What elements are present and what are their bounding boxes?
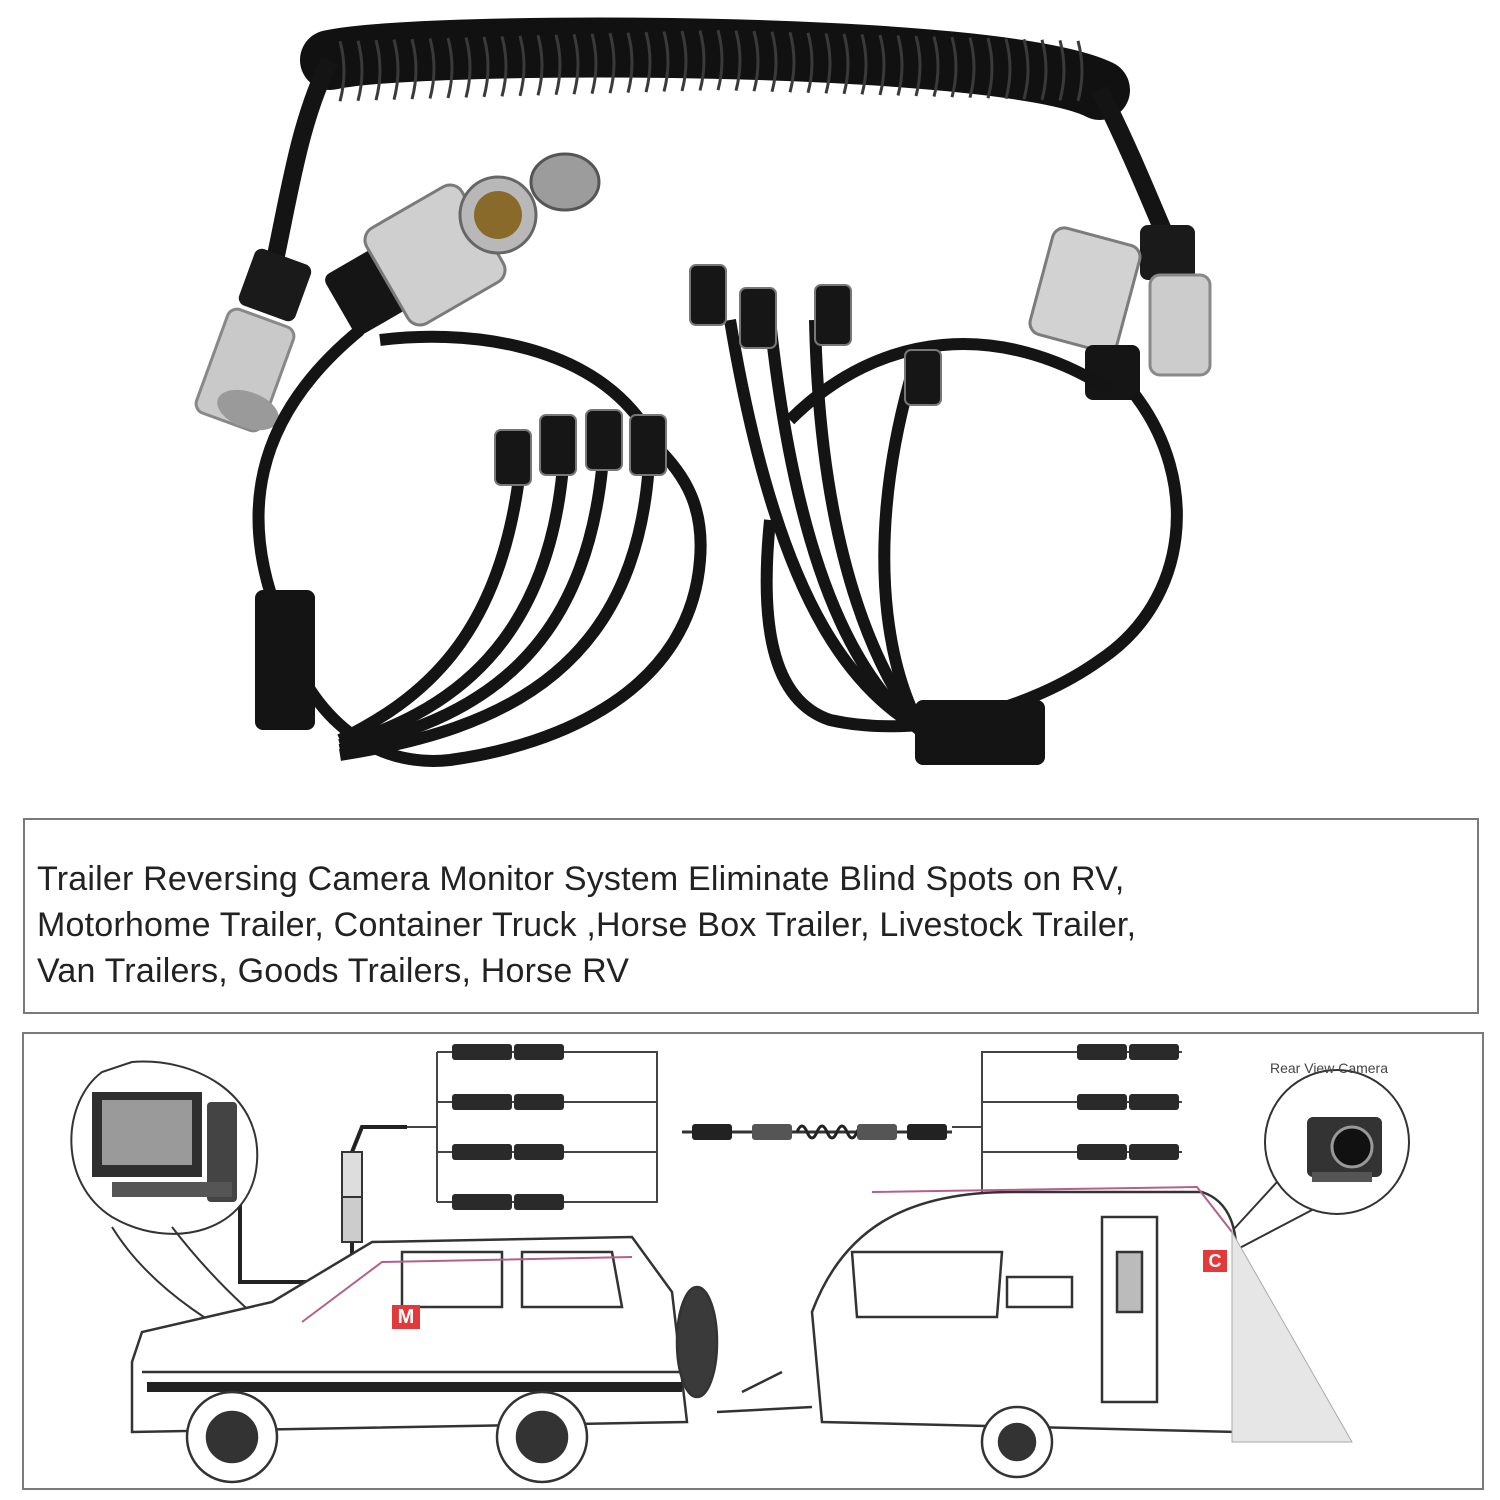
camera-marker: C [1203,1250,1227,1272]
splitter-box [915,700,1045,765]
coiled-cable-icon [682,1124,952,1140]
product-photo [194,17,1212,767]
rear-view-camera-icon [1221,1069,1410,1253]
splitter-box [255,590,315,730]
wiring-diagram [22,1032,1484,1490]
camera-label: Rear View Camera [1270,1060,1389,1076]
connector-icon [194,248,312,433]
monitor-icon [70,1060,313,1373]
caption-line-3: Van Trailers, Goods Trailers, Horse RV [37,952,630,990]
connector-icon [1028,225,1212,400]
coiled-cable-icon [266,17,1174,262]
caravan-icon [716,1185,1353,1479]
connector-icon [325,152,601,335]
caption-box: Trailer Reversing Camera Monitor System … [23,818,1479,1014]
caption-line-1: Trailer Reversing Camera Monitor System … [37,860,1125,898]
monitor-marker: M [392,1305,420,1329]
caption-line-2: Motorhome Trailer, Container Truck ,Hors… [37,906,1137,944]
car-icon [130,1235,719,1484]
caption-text: Trailer Reversing Camera Monitor System … [37,856,1465,994]
